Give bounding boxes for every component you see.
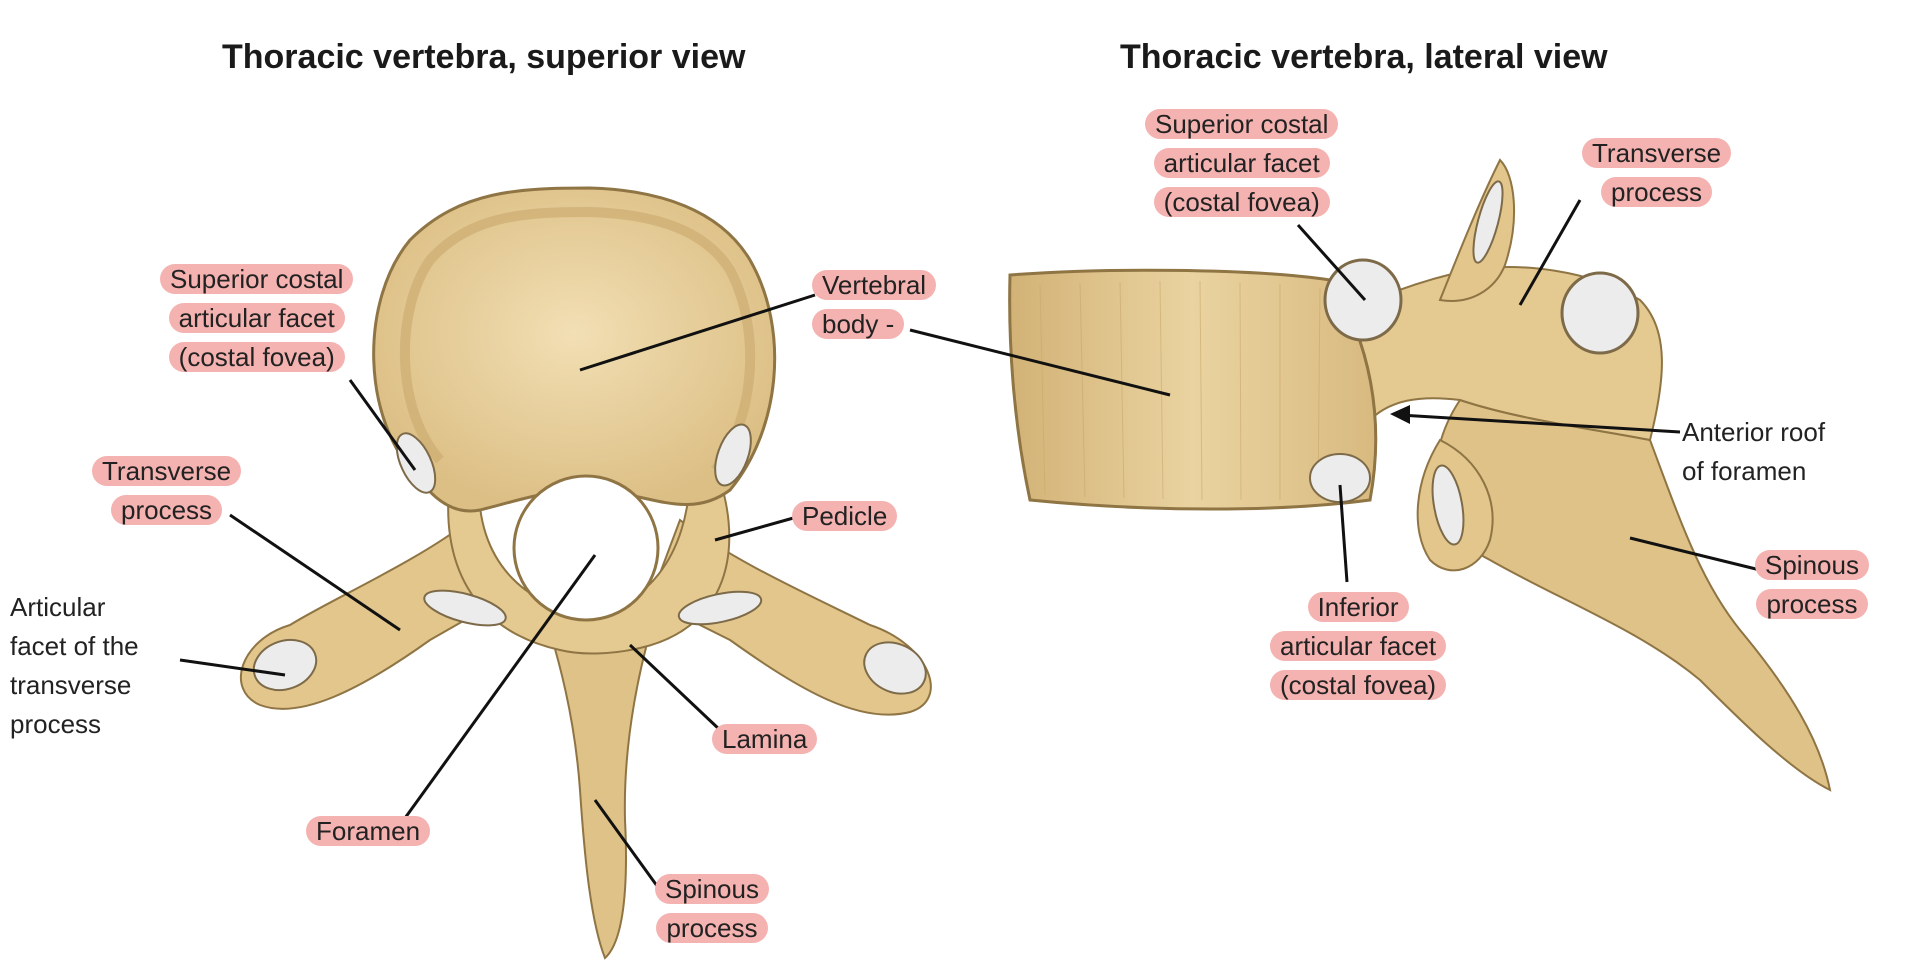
right-transverse-articular-facet xyxy=(863,641,927,695)
superior-view-vertebra xyxy=(240,186,932,960)
leader-lat-inferior-facet xyxy=(1338,484,1349,583)
label-sup-vertebral-body: Vertebral body - xyxy=(812,266,937,344)
label-sup-transverse-process: Transverse process xyxy=(92,452,242,530)
left-superior-costal-facet xyxy=(395,432,437,494)
lateral-superior-articular-facet xyxy=(1472,180,1504,264)
label-line: Foramen xyxy=(306,816,431,846)
label-sup-articular-facet-transverse: Articular facet of the transverse proces… xyxy=(8,588,141,744)
leader-lat-transverse xyxy=(1518,199,1582,306)
label-line: process xyxy=(10,709,102,739)
label-line: transverse xyxy=(10,670,132,700)
label-line: Superior costal xyxy=(1145,109,1339,139)
label-sup-superior-costal-facet: Superior costal articular facet (costal … xyxy=(160,260,354,377)
right-superior-articular-facet xyxy=(677,590,763,626)
label-line: facet of the xyxy=(10,631,139,661)
label-line: Spinous xyxy=(655,874,769,904)
vertebral-foramen xyxy=(512,474,660,622)
leader-sup-foramen xyxy=(398,554,597,826)
label-sup-foramen: Foramen xyxy=(306,812,431,851)
label-line: process xyxy=(111,495,223,525)
lateral-vertebral-body-shape xyxy=(1008,268,1378,511)
label-sup-pedicle: Pedicle xyxy=(792,497,898,536)
label-lat-inferior-facet: Inferior articular facet (costal fovea) xyxy=(1270,588,1447,705)
label-line: articular facet xyxy=(1153,148,1330,178)
left-superior-articular-facet xyxy=(423,589,507,627)
label-line: Vertebral xyxy=(812,270,937,300)
leader-sup-spinous xyxy=(593,799,662,891)
label-line: of foramen xyxy=(1682,456,1807,486)
label-sup-lamina: Lamina xyxy=(712,720,818,759)
leader-lat-anterior-roof xyxy=(1399,413,1681,434)
label-line: Superior costal xyxy=(160,264,354,294)
lateral-transverse-facet xyxy=(1560,271,1640,355)
label-line: body - xyxy=(812,309,905,339)
body-striations xyxy=(1039,280,1321,501)
label-line: Articular xyxy=(10,592,106,622)
label-lat-spinous-process: Spinous process xyxy=(1755,546,1869,624)
superior-view-title: Thoracic vertebra, superior view xyxy=(222,38,746,76)
label-line: (costal fovea) xyxy=(168,342,345,372)
label-line: process xyxy=(656,913,768,943)
lateral-view-vertebra xyxy=(1008,158,1832,792)
label-line: (costal fovea) xyxy=(1270,670,1447,700)
leader-sup-transverse-process xyxy=(229,513,401,632)
label-line: Inferior xyxy=(1307,592,1409,622)
label-line: Spinous xyxy=(1755,550,1869,580)
lateral-inferior-articular-facet xyxy=(1431,464,1465,546)
leader-lat-costal-facet xyxy=(1296,224,1367,301)
label-lat-superior-costal-facet: Superior costal articular facet (costal … xyxy=(1145,105,1339,222)
leader-sup-lamina xyxy=(628,643,722,732)
leader-sup-articular-facet xyxy=(179,658,286,677)
label-line: Transverse xyxy=(92,456,242,486)
lateral-view-title: Thoracic vertebra, lateral view xyxy=(1120,38,1608,76)
left-transverse-articular-facet xyxy=(252,638,318,692)
label-lat-transverse-process: Transverse process xyxy=(1582,134,1732,212)
vertebral-body-rim xyxy=(399,206,756,474)
leader-sup-costal-facet xyxy=(348,379,417,471)
leader-sup-vertebral-body xyxy=(579,293,816,372)
label-line: Lamina xyxy=(712,724,818,754)
label-line: process xyxy=(1601,177,1713,207)
label-line: Anterior roof xyxy=(1682,417,1826,447)
label-line: articular facet xyxy=(168,303,345,333)
anterior-roof-arrowhead xyxy=(1390,405,1410,424)
leader-lat-vertebral-body xyxy=(909,328,1171,397)
leader-lat-spinous xyxy=(1629,536,1761,572)
label-sup-spinous-process: Spinous process xyxy=(655,870,769,948)
label-line: Transverse xyxy=(1582,138,1732,168)
leader-sup-pedicle xyxy=(714,515,798,542)
label-line: (costal fovea) xyxy=(1153,187,1330,217)
leader-lines xyxy=(179,199,1761,891)
right-superior-costal-facet xyxy=(714,423,752,487)
label-line: articular facet xyxy=(1270,631,1447,661)
label-lat-anterior-roof: Anterior roof of foramen xyxy=(1680,413,1827,491)
spinous-process-shape xyxy=(538,599,662,960)
label-line: process xyxy=(1756,589,1868,619)
label-line: Pedicle xyxy=(792,501,898,531)
